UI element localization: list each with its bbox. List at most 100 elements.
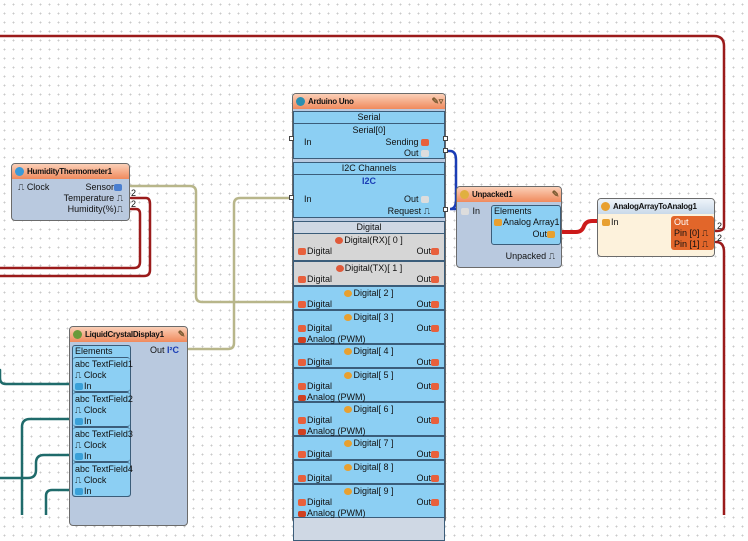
lcd-icon [73,330,82,339]
wire-lcd-in3 [0,453,72,480]
i2c-in-pin[interactable] [289,195,294,200]
humidity-thermometer-component[interactable]: HumidityThermometer1 ⎍ Clock Sensor Temp… [11,163,130,221]
serial-in-label: In [304,137,312,147]
humidity-header[interactable]: HumidityThermometer1 [12,164,129,179]
pin-title: Digital[ 2 ] [294,288,444,298]
digital-in-label: Digital [298,473,332,483]
pin-title: Digital[ 3 ] [294,312,444,322]
digital-pin-2: Digital[ 2 ] Digital Out [294,286,444,310]
text-field-label: abc TextField1 [75,359,133,369]
pin-title: Digital[ 7 ] [294,438,444,448]
digital-in-label: Digital [298,323,332,333]
a2a-out-label: Out [674,217,689,227]
a2a-title: AnalogArrayToAnalog1 [613,202,697,211]
in-label: In [75,486,92,496]
sending-pin[interactable] [443,136,448,141]
digital-out-label: Out [416,497,440,507]
wire-sensor [129,184,293,304]
tools-icon[interactable]: ✎▿ [431,96,443,106]
wire-lcd-in4 [44,488,72,515]
a2a-in-label: In [602,217,619,227]
wire-unpacked-out [561,219,600,234]
serial-out-label: Out [404,148,430,158]
in-label: In [75,451,92,461]
text-field-2[interactable]: abc TextField2 ⎍ Clock In [73,392,133,427]
digital-out-label: Out [416,473,440,483]
text-field-4[interactable]: abc TextField4 ⎍ Clock In [73,462,133,497]
analog-array-element[interactable]: Analog Array1 [494,217,560,227]
pin1-label: Pin [1] ⎍ [674,239,709,249]
clock-label: ⎍ Clock [75,405,107,415]
unpacked-in-label: In [461,206,480,216]
analog-pwm-label: Analog (PWM) [298,334,366,344]
digital-in-label: Digital [298,449,332,459]
digital-in-label: Digital [298,497,332,507]
a2a-header[interactable]: AnalogArrayToAnalog1 [598,199,714,214]
text-field-3[interactable]: abc TextField3 ⎍ Clock In [73,427,133,462]
digital-pin-7: Digital[ 7 ] Digital Out [294,436,444,460]
request-pin[interactable] [443,207,448,212]
thermometer-icon [15,167,24,176]
analog-pwm-label: Analog (PWM) [298,508,366,518]
digital-label: Digital [356,222,382,232]
lcd-title: LiquidCrystalDisplay1 [85,330,164,339]
analog-pwm-label: Analog (PWM) [298,426,366,436]
pin1-count: 2 [717,233,723,243]
clock-label: ⎍ Clock [75,370,107,380]
tools-icon[interactable]: ✎ [177,329,186,339]
pin0-count: 2 [717,221,723,231]
text-field-label: abc TextField3 [75,429,133,439]
serial-label: Serial [357,112,381,122]
text-field-1[interactable]: abc TextField1 ⎍ Clock In [73,357,133,392]
text-field-label: abc TextField2 [75,394,133,404]
humidity-label: Humidity(%)⎍ [67,204,123,214]
digital-pin-8: Digital[ 8 ] Digital Out [294,460,444,484]
digital-in-label: Digital [298,381,332,391]
arduino-title: Arduino Uno [308,97,354,106]
lcd-header[interactable]: LiquidCrystalDisplay1 ✎ [70,327,187,342]
wire-lcd-i2c [187,196,293,351]
digital-pin-0: Digital(RX)[ 0 ] Digital Out [294,233,444,261]
arduino-uno-component[interactable]: Arduino Uno ✎▿ Serial Serial[0] In Sendin… [292,93,446,541]
pin-title: Digital[ 9 ] [294,486,444,496]
pin-title: Digital[ 8 ] [294,462,444,472]
i2c-out-label: Out [404,194,430,204]
sensor-label: Sensor [85,182,123,192]
pin-title: Digital[ 5 ] [294,370,444,380]
digital-out-label: Out [416,449,440,459]
lcd-component[interactable]: LiquidCrystalDisplay1✎ Out I²C Elements … [69,326,188,526]
digital-in-label: Digital [298,274,332,284]
unpacked-header[interactable]: Unpacked1✎ [457,187,561,202]
digital-out-label: Out [416,299,440,309]
tools-icon[interactable]: ✎ [551,189,560,199]
unpacked-component[interactable]: Unpacked1✎ In Elements Analog Array1 Out… [456,186,562,268]
elements-label: Elements [494,206,532,216]
digital-in-label: Digital [298,415,332,425]
analog-array-to-analog-component[interactable]: AnalogArrayToAnalog1 In Out Pin [0] ⎍ Pi… [597,198,715,257]
converter-icon [601,202,610,211]
serial-in-pin[interactable] [289,136,294,141]
serial0-label: Serial[0] [352,125,386,135]
arduino-icon [296,97,305,106]
pin-title: Digital[ 4 ] [294,346,444,356]
clock-label: ⎍ Clock [18,182,50,192]
unpacked-elements: Elements Analog Array1 Out [491,205,561,245]
digital-out-label: Out [416,357,440,367]
elements-label: Elements [75,346,113,356]
serial-out-pin[interactable] [443,148,448,153]
serial-section: Serial Serial[0] In Sending Out [293,111,445,159]
i2c-channel: I2C [361,176,376,186]
array-out-label: Out [532,229,556,239]
i2c-in-label: In [304,194,312,204]
arduino-header[interactable]: Arduino Uno ✎▿ [293,94,445,109]
clock-label: ⎍ Clock [75,475,107,485]
digital-in-label: Digital [298,246,332,256]
i2c-label: I2C Channels [341,163,397,173]
analog-pwm-label: Analog (PWM) [298,392,366,402]
i2c-section: I2C Channels I2C In Out Request ⎍ [293,162,445,218]
